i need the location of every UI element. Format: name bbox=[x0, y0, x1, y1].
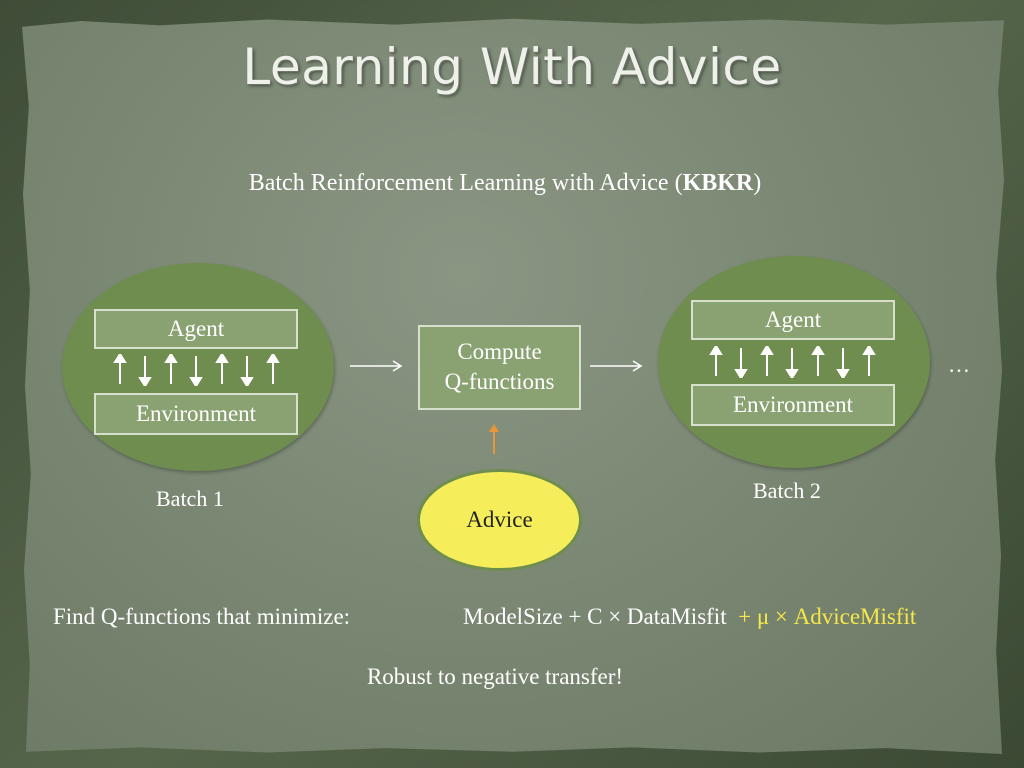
compute-line2: Q-functions bbox=[444, 369, 555, 394]
advice-up-arrow-icon bbox=[486, 424, 502, 461]
objective-formula: ModelSize + C × DataMisfit + μ × AdviceM… bbox=[463, 604, 916, 630]
batch2-agent-label: Agent bbox=[764, 307, 822, 332]
formula-advice-term: + μ × AdviceMisfit bbox=[738, 604, 917, 629]
subtitle-prefix: Batch Reinforcement Learning with Advice… bbox=[248, 170, 683, 196]
down-arrow-icon bbox=[785, 348, 799, 378]
up-arrow-icon bbox=[862, 346, 876, 376]
slide-title: Learning With Advice bbox=[242, 38, 782, 96]
batch2-interaction-arrows bbox=[704, 346, 884, 378]
down-arrow-icon bbox=[836, 348, 850, 378]
up-arrow-icon bbox=[215, 354, 229, 384]
advice-ellipse: Advice bbox=[417, 469, 582, 571]
arrow-to-batch2-icon bbox=[588, 358, 644, 379]
objective-prefix: Find Q-functions that minimize: bbox=[53, 604, 351, 629]
down-arrow-icon bbox=[240, 356, 254, 386]
down-arrow-icon bbox=[138, 356, 152, 386]
down-arrow-icon bbox=[189, 356, 203, 386]
robust-note: Robust to negative transfer! bbox=[366, 664, 624, 689]
batch2-ellipse bbox=[658, 256, 930, 468]
batch2-caption: Batch 2 bbox=[753, 478, 821, 503]
compute-line1: Compute bbox=[457, 339, 542, 364]
subtitle-suffix: ) bbox=[753, 170, 762, 196]
arrow-to-compute-icon bbox=[348, 358, 404, 379]
up-arrow-icon bbox=[266, 354, 280, 384]
up-arrow-icon bbox=[164, 354, 178, 384]
batch1-ellipse bbox=[62, 263, 334, 471]
down-arrow-icon bbox=[734, 348, 748, 378]
up-arrow-icon bbox=[811, 346, 825, 376]
formula-main: ModelSize + C × DataMisfit bbox=[463, 604, 727, 629]
batch1-agent-label: Agent bbox=[167, 316, 225, 341]
advice-label: Advice bbox=[466, 507, 533, 532]
batch2-environment-box: Environment bbox=[691, 384, 895, 426]
slide-subtitle: Batch Reinforcement Learning with Advice… bbox=[0, 170, 1010, 197]
batch1-environment-label: Environment bbox=[135, 401, 257, 426]
compute-q-functions-box: Compute Q-functions bbox=[418, 325, 581, 410]
batch2-environment-label: Environment bbox=[732, 392, 854, 417]
batch1-caption: Batch 1 bbox=[156, 486, 224, 511]
up-arrow-icon bbox=[760, 346, 774, 376]
batch2-agent-box: Agent bbox=[691, 300, 895, 340]
batch1-agent-box: Agent bbox=[94, 309, 298, 349]
up-arrow-icon bbox=[113, 354, 127, 384]
up-arrow-icon bbox=[709, 346, 723, 376]
subtitle-bold: KBKR bbox=[682, 170, 754, 196]
ellipsis: … bbox=[948, 352, 970, 377]
batch1-environment-box: Environment bbox=[94, 393, 298, 435]
batch1-interaction-arrows bbox=[108, 354, 288, 386]
